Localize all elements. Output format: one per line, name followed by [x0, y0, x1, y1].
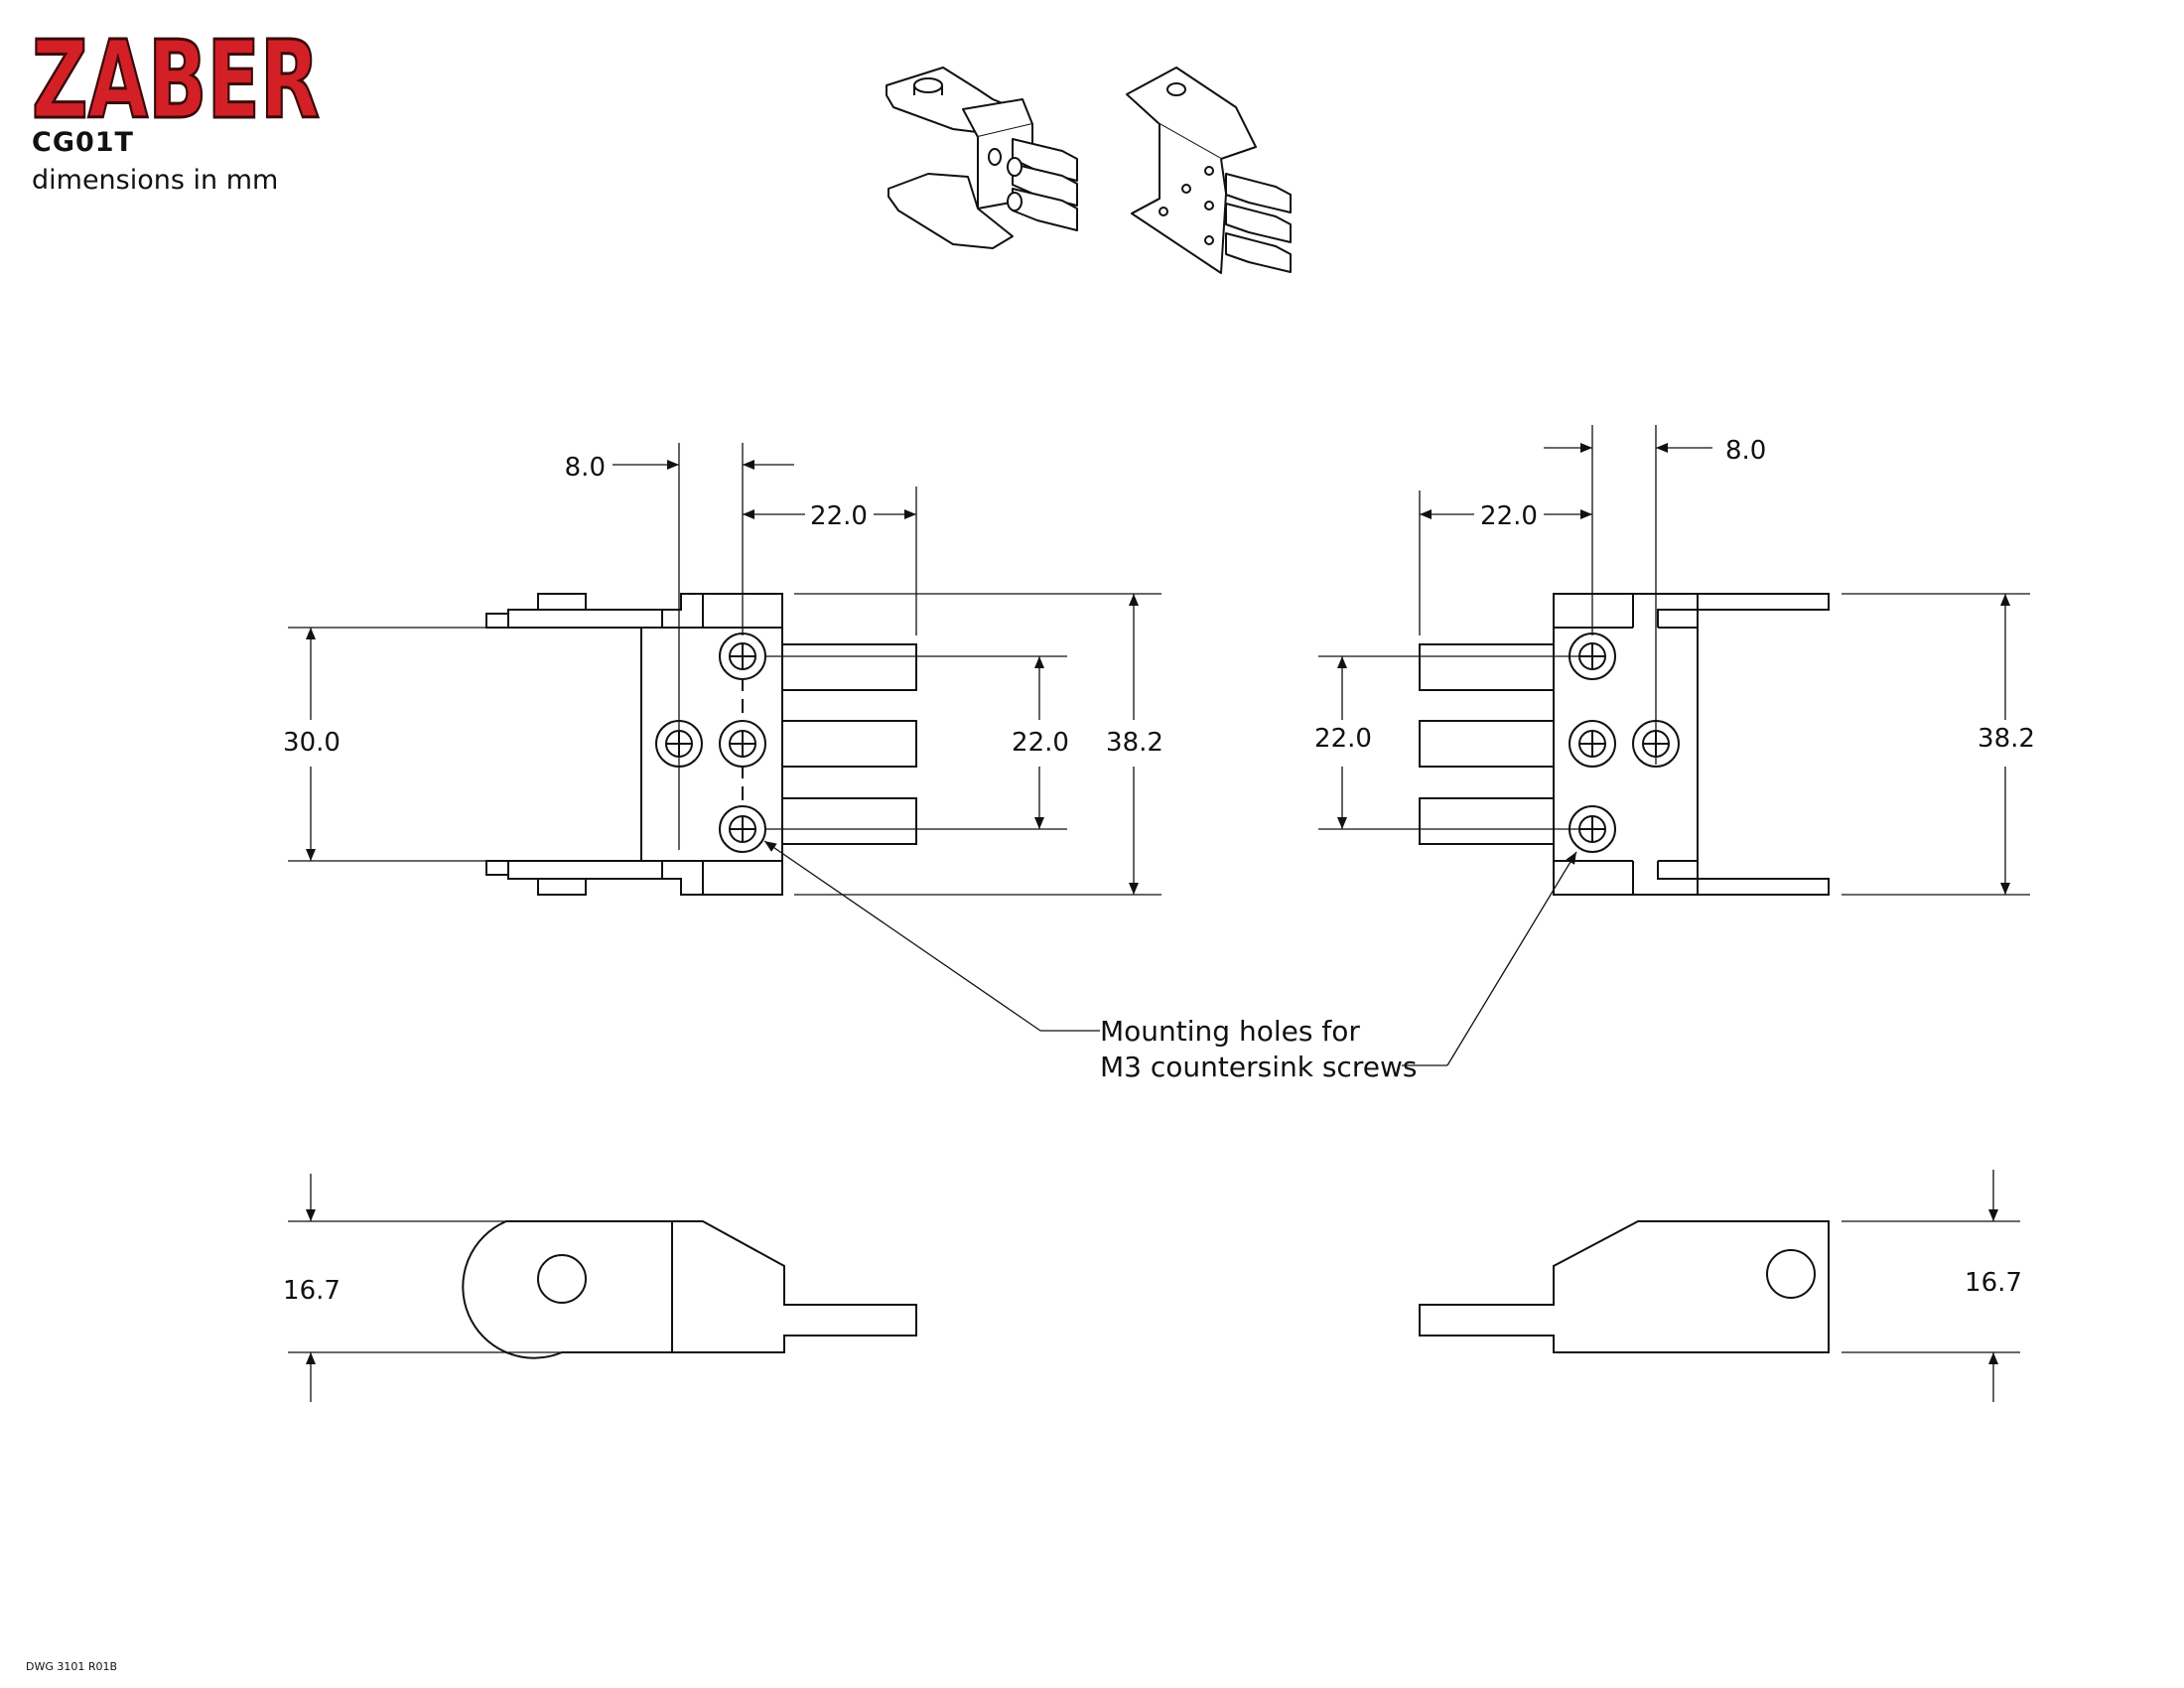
zaber-logo: ZABER [31, 20, 322, 129]
isometric-view-left [886, 67, 1078, 249]
dimension-lines-side-left [288, 1174, 562, 1402]
dim-length-left: 22.0 [810, 501, 868, 531]
dim-offset-left: 8.0 [565, 453, 606, 483]
dimension-lines-top-right [1318, 425, 2030, 896]
dim-hole-spacing-right: 22.0 [1314, 724, 1372, 754]
mounting-holes-right [1569, 633, 1680, 853]
zaber-logo-text: ZABER [32, 20, 320, 129]
dim-overall-height-left: 38.2 [1106, 728, 1163, 758]
dim-thickness-left: 16.7 [283, 1276, 341, 1306]
dim-offset-right: 8.0 [1725, 436, 1766, 466]
side-view-left [462, 1220, 917, 1359]
dim-overall-height-right: 38.2 [1978, 724, 2035, 754]
dim-hole-spacing-left: 22.0 [1012, 728, 1069, 758]
mounting-holes-callout: Mounting holes for M3 countersink screws [763, 840, 1577, 1083]
top-view-right [1419, 593, 1830, 896]
dimension-lines-top-left [288, 443, 1161, 896]
drawing-number: DWG 3101 R01B [26, 1660, 118, 1673]
units-note: dimensions in mm [32, 165, 279, 196]
dim-inner-width-left: 30.0 [283, 728, 341, 758]
dim-thickness-right: 16.7 [1965, 1268, 2022, 1298]
dimension-lines-side-right [1842, 1170, 2020, 1402]
mounting-holes-left [655, 633, 766, 853]
dimension-values-top-right: 8.0 22.0 22.0 38.2 [1314, 436, 2035, 754]
dim-length-right: 22.0 [1480, 501, 1538, 531]
part-number: CG01T [32, 127, 134, 158]
dimension-values-top-left: 8.0 22.0 30.0 22.0 38.2 [283, 453, 1163, 758]
isometric-view-right [1126, 67, 1292, 274]
callout-line-1: Mounting holes for [1100, 1015, 1360, 1048]
side-view-right [1419, 1220, 1830, 1353]
callout-line-2: M3 countersink screws [1100, 1051, 1417, 1083]
